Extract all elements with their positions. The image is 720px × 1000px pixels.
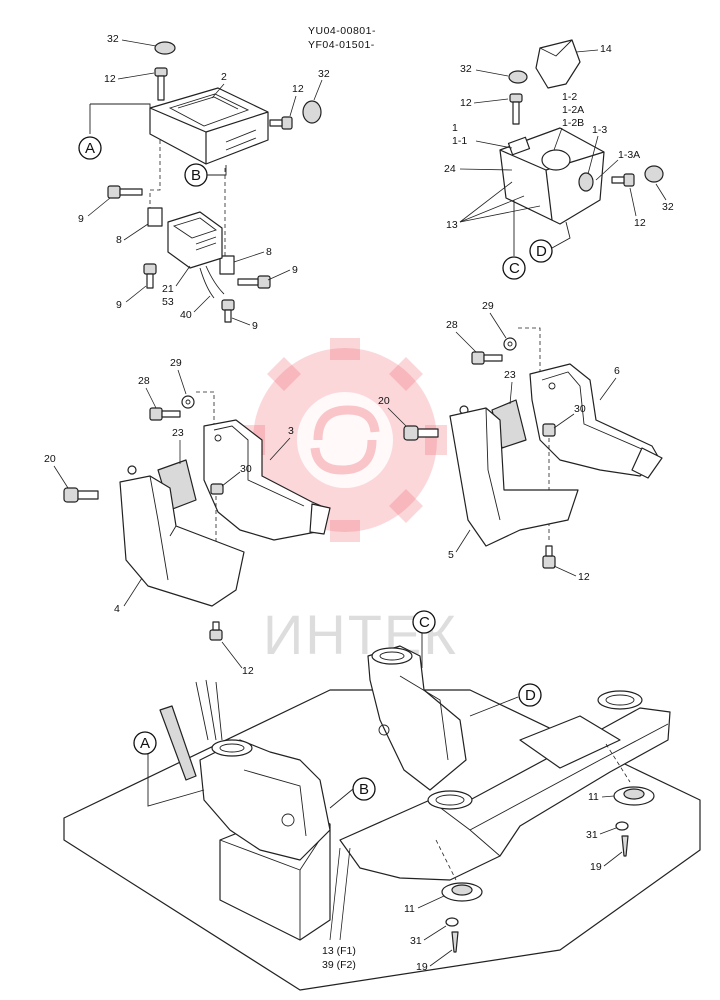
label-12-f: 12 <box>578 571 590 583</box>
callout-a-bottom <box>133 731 157 755</box>
label-29-a: 29 <box>170 357 182 369</box>
label-32-d: 32 <box>662 201 674 213</box>
label-13-top: 13 <box>446 219 458 231</box>
label-32-a: 32 <box>107 33 119 45</box>
callout-a-top-label: A <box>85 140 95 157</box>
label-21: 21 <box>162 283 174 295</box>
label-3: 3 <box>288 425 294 437</box>
label-29-b: 29 <box>482 300 494 312</box>
callout-c-top <box>502 256 526 280</box>
callout-b-top-label: B <box>191 167 201 184</box>
label-9-d: 9 <box>252 320 258 332</box>
label-2: 2 <box>221 71 227 83</box>
callout-d-bottom <box>518 683 542 707</box>
label-12-a: 12 <box>104 73 116 85</box>
callout-a-bottom-label: A <box>140 735 150 752</box>
label-9-b: 9 <box>116 299 122 311</box>
model-code-line-2: YF04-01501- <box>308 39 375 51</box>
model-code-line-1: YU04-00801- <box>308 25 376 37</box>
assembly-console-left: 32 12 2 12 32 A B <box>78 33 330 332</box>
label-1-2a: 1-2A <box>562 104 584 116</box>
label-20-b: 20 <box>378 395 390 407</box>
callout-c-bottom-label: C <box>419 614 430 631</box>
label-32-b: 32 <box>318 68 330 80</box>
label-32-c: 32 <box>460 63 472 75</box>
label-40: 40 <box>180 309 192 321</box>
label-5: 5 <box>448 549 454 561</box>
label-11-a: 11 <box>588 791 599 803</box>
label-31-b: 31 <box>410 935 422 947</box>
callout-a-top <box>78 136 102 160</box>
label-23-b: 23 <box>504 369 516 381</box>
cap-32-b <box>302 100 322 124</box>
callout-c-bottom <box>412 610 436 634</box>
callout-d-bottom-label: D <box>525 687 536 704</box>
label-9-c: 9 <box>292 264 298 276</box>
label-20-a: 20 <box>44 453 56 465</box>
label-1-1: 1-1 <box>452 135 467 147</box>
label-13-f1: 13 (F1) <box>322 945 356 957</box>
label-1-2: 1-2 <box>562 91 577 103</box>
label-19-a: 19 <box>590 861 602 873</box>
assembly-floor-frame: A B C D 13 (F1) 39 (F2) <box>63 610 701 991</box>
label-28-a: 28 <box>138 375 150 387</box>
cap-32 <box>154 41 176 55</box>
label-30-b: 30 <box>574 403 586 415</box>
label-12-e: 12 <box>242 665 254 677</box>
label-9-a: 9 <box>78 213 84 225</box>
label-12-c: 12 <box>460 97 472 109</box>
assembly-console-right: 14 32 12 1-2 1-2A 1-2B 1 1-1 1-3 1-3A 12 <box>444 39 674 280</box>
label-1-3a: 1-3A <box>618 149 640 161</box>
label-1-3: 1-3 <box>592 124 607 136</box>
label-31-a: 31 <box>586 829 598 841</box>
label-23-a: 23 <box>172 427 184 439</box>
callout-d-top-label: D <box>536 243 547 260</box>
label-12-d: 12 <box>634 217 646 229</box>
label-12-b: 12 <box>292 83 304 95</box>
callout-b-bottom-label: B <box>359 781 369 798</box>
callout-c-top-label: C <box>509 260 520 277</box>
label-53: 53 <box>162 296 174 308</box>
assembly-cover-left: 29 28 3 30 23 20 4 <box>44 357 331 677</box>
label-1-2b: 1-2B <box>562 117 584 129</box>
label-6: 6 <box>614 365 620 377</box>
label-14: 14 <box>600 43 612 55</box>
label-19-b: 19 <box>416 961 428 973</box>
label-8-b: 8 <box>266 246 272 258</box>
callout-d-top <box>529 239 553 263</box>
label-4: 4 <box>114 603 120 615</box>
label-28-b: 28 <box>446 319 458 331</box>
label-30-a: 30 <box>240 463 252 475</box>
label-8-a: 8 <box>116 234 122 246</box>
assembly-cover-right: 29 28 6 30 23 20 5 <box>378 300 663 583</box>
label-24: 24 <box>444 163 456 175</box>
label-1: 1 <box>452 122 458 134</box>
label-39-f2: 39 (F2) <box>322 959 356 971</box>
label-11-b: 11 <box>404 903 415 915</box>
